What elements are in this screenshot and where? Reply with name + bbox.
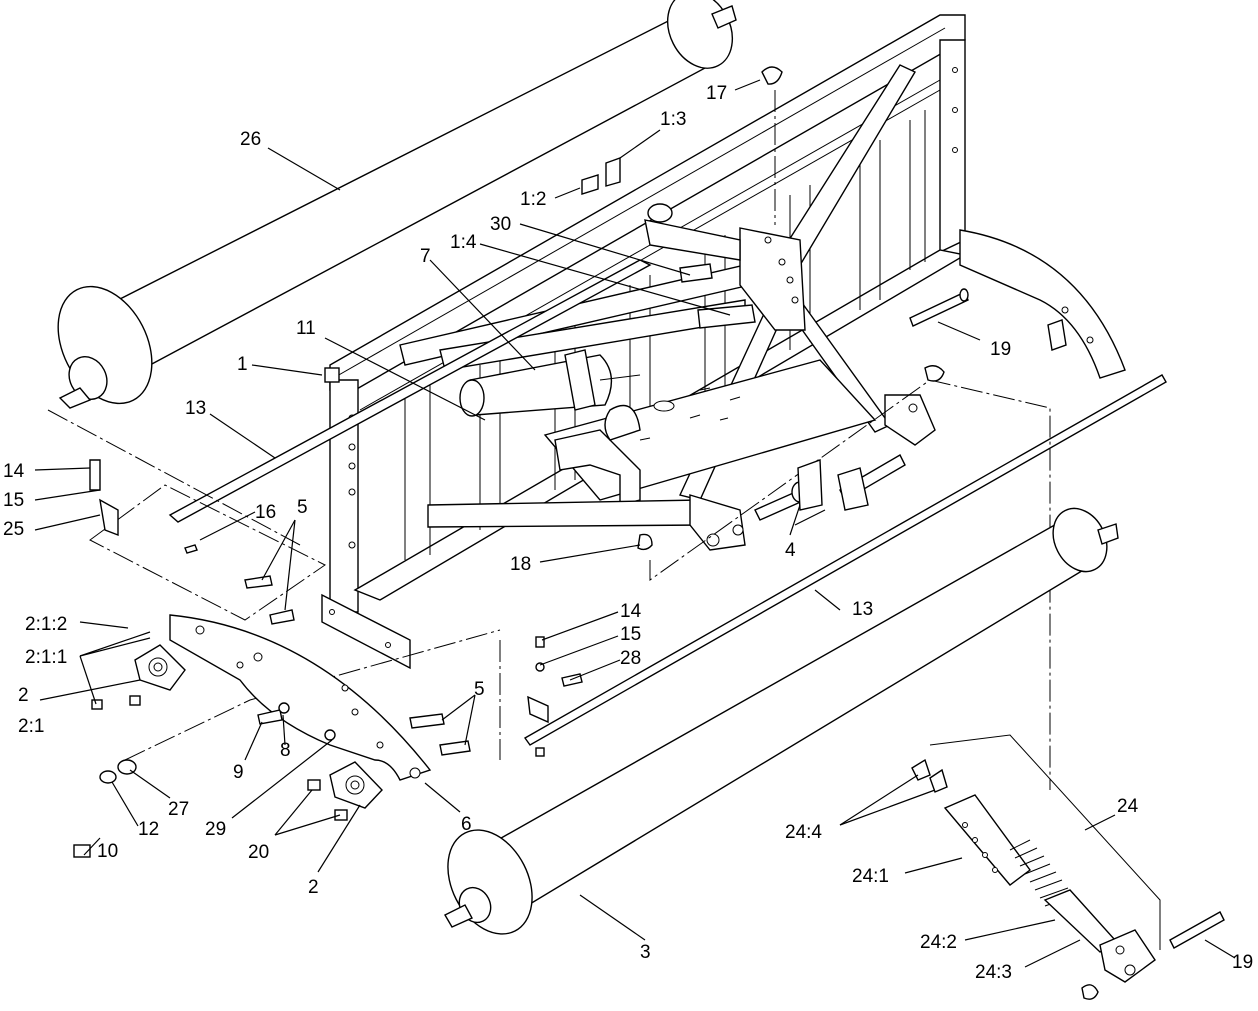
callout-11: 11 [296, 318, 316, 339]
callout-18: 18 [510, 554, 531, 575]
callout-2-1: 2:1 [18, 716, 44, 737]
callout-2-upper: 2 [18, 685, 29, 706]
bar-13-left [168, 259, 652, 523]
callout-29: 29 [205, 819, 226, 840]
main-frame-1 [321, 14, 1126, 670]
callout-15-right: 15 [620, 624, 641, 645]
callout-20: 20 [248, 842, 269, 863]
callout-24-1: 24:1 [852, 866, 889, 887]
callout-1-4: 1:4 [450, 232, 477, 253]
callout-28: 28 [620, 648, 641, 669]
callout-27: 27 [168, 799, 189, 820]
callout-5-upper: 5 [297, 497, 308, 518]
callout-1: 1 [237, 354, 248, 375]
bearing-2-upper [134, 644, 186, 691]
callout-13-right: 13 [852, 599, 873, 620]
bearing-2-lower [329, 761, 383, 809]
callout-19-upper: 19 [990, 339, 1011, 360]
callout-24-3: 24:3 [975, 962, 1012, 983]
callout-25: 25 [3, 519, 24, 540]
pin-4 [754, 454, 906, 521]
callout-26: 26 [240, 129, 261, 150]
callout-8: 8 [280, 740, 291, 761]
callout-9: 9 [233, 762, 244, 783]
pin-19-upper [909, 288, 969, 327]
callout-2-1-1: 2:1:1 [25, 647, 67, 668]
callout-3: 3 [640, 942, 651, 963]
roller-3 [444, 507, 1119, 935]
callout-15-left: 15 [3, 490, 24, 511]
cylinder-7 [459, 349, 641, 417]
roller-26 [57, 0, 737, 409]
callout-13-left: 13 [185, 398, 206, 419]
callout-2-1-2: 2:1:2 [25, 614, 67, 635]
callout-19-lower: 19 [1232, 952, 1253, 973]
callout-1-2: 1:2 [520, 189, 546, 210]
bar-13-long [523, 374, 1167, 746]
spring-assembly-24 [911, 734, 1225, 1000]
callout-12: 12 [138, 819, 159, 840]
callout-24-4: 24:4 [785, 822, 822, 843]
callout-30: 30 [490, 214, 511, 235]
hardware [73, 66, 945, 858]
callout-24-2: 24:2 [920, 932, 957, 953]
callout-10: 10 [97, 841, 118, 862]
callouts: 26 17 1:3 1:2 30 1:4 7 11 1 13 19 14 15 … [3, 83, 1253, 983]
callout-4: 4 [785, 540, 796, 561]
callout-1-3: 1:3 [660, 109, 686, 130]
callout-17: 17 [706, 83, 727, 104]
callout-5-lower: 5 [474, 679, 485, 700]
callout-6: 6 [461, 814, 472, 835]
leader-lines [34, 79, 1236, 968]
callout-7: 7 [420, 246, 431, 267]
callout-16: 16 [255, 502, 276, 523]
callout-14-right: 14 [620, 601, 642, 622]
callout-2-lower: 2 [308, 877, 319, 898]
callout-14-left: 14 [3, 461, 25, 482]
callout-24: 24 [1117, 796, 1139, 817]
